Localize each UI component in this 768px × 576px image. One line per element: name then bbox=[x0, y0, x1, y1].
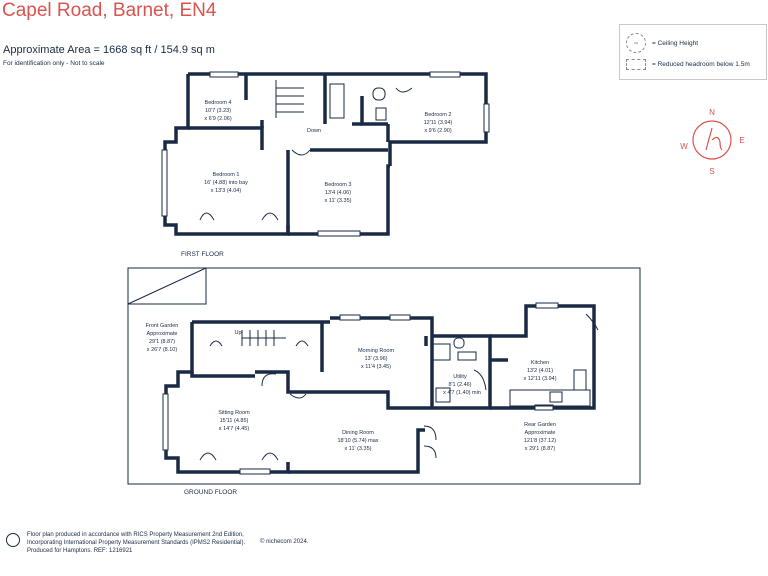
sitting-room-dim2: x 14'7 (4.45) bbox=[219, 426, 250, 432]
legend-ceiling-height: CH = Ceiling Height bbox=[626, 33, 698, 53]
legend-reduced-headroom-label: = Reduced headroom below 1.5m bbox=[652, 61, 750, 68]
rear-garden-l1: Approximate bbox=[525, 430, 556, 436]
compass-w: W bbox=[680, 142, 688, 151]
footer-line-3: Produced for Hamptons. REF: 1216921 bbox=[27, 548, 133, 554]
bedroom-2-name: Bedroom 2 bbox=[425, 112, 452, 118]
utility-name: Utility bbox=[453, 374, 467, 380]
dining-room-dim2: x 11' (3.35) bbox=[345, 446, 372, 452]
rics-logo-icon bbox=[6, 533, 20, 547]
sitting-room-name: Sitting Room bbox=[218, 410, 250, 416]
copyright: © nichecom 2024. bbox=[260, 539, 309, 545]
first-floor-label: FIRST FLOOR bbox=[181, 251, 224, 258]
first-floor-details bbox=[161, 71, 490, 237]
kitchen-dim1: 13'2 (4.01) bbox=[527, 368, 553, 374]
footer-notes: Floor plan produced in accordance with R… bbox=[27, 531, 347, 555]
legend-box: CH = Ceiling Height = Reduced headroom b… bbox=[619, 24, 767, 80]
kitchen-dim2: x 12'11 (3.94) bbox=[523, 376, 556, 382]
first-floor-walls bbox=[163, 72, 488, 236]
front-garden-l3: x 26'7 (8.10) bbox=[147, 347, 178, 353]
morning-room-name: Morning Room bbox=[358, 348, 394, 354]
kitchen-name: Kitchen bbox=[531, 360, 549, 366]
ground-floor-details bbox=[162, 302, 599, 475]
dining-room-dim1: 18'10 (5.74) max bbox=[337, 438, 378, 444]
bedroom-1-dim2: x 13'3 (4.04) bbox=[211, 188, 242, 194]
utility-dim1: 8'1 (2.46) bbox=[448, 382, 471, 388]
legend-reduced-headroom: = Reduced headroom below 1.5m bbox=[626, 59, 750, 70]
front-garden-l1: Approximate bbox=[147, 331, 178, 337]
bedroom-2-dim1: 12'11 (3.94) bbox=[424, 120, 453, 126]
morning-room-dim2: x 11'4 (3.45) bbox=[361, 364, 391, 370]
rear-garden-l2: 121'8 (37.12) bbox=[524, 438, 556, 444]
compass-s: S bbox=[709, 167, 714, 176]
front-garden-name: Front Garden bbox=[146, 323, 179, 329]
ceiling-height-icon: CH bbox=[626, 33, 646, 53]
approximate-area: Approximate Area = 1668 sq ft / 154.9 sq… bbox=[3, 44, 215, 56]
compass-e: E bbox=[739, 136, 744, 145]
bedroom-2-dim2: x 9'6 (2.90) bbox=[424, 128, 452, 134]
bedroom-3-name: Bedroom 3 bbox=[325, 182, 352, 188]
footer-line-2: Incorporating International Property Mea… bbox=[27, 540, 246, 546]
compass-n: N bbox=[709, 108, 715, 117]
bedroom-4-name: Bedroom 4 bbox=[205, 100, 232, 106]
rear-garden-name: Rear Garden bbox=[524, 422, 556, 428]
sitting-room-dim1: 15'11 (4.85) bbox=[220, 418, 249, 424]
bedroom-3-dim1: 13'4 (4.06) bbox=[325, 190, 351, 196]
dining-room-name: Dining Room bbox=[342, 430, 374, 436]
bedroom-1-dim1: 16' (4.88) into bay bbox=[204, 180, 248, 186]
bedroom-4-dim2: x 6'9 (2.06) bbox=[204, 116, 232, 122]
compass-logo: N S E W bbox=[680, 108, 744, 176]
ground-floor-walls bbox=[164, 304, 596, 474]
utility-dim2: x 4'7 (1.40) min bbox=[443, 390, 481, 396]
identification-note: For identification only - Not to scale bbox=[3, 60, 105, 67]
page-title: Capel Road, Barnet, EN4 bbox=[2, 0, 217, 21]
first-floor-down-label: Down bbox=[307, 128, 321, 134]
front-garden-l2: 29'1 (8.87) bbox=[149, 339, 175, 345]
ground-floor-up-label: Up bbox=[234, 330, 241, 336]
footer-line-1: Floor plan produced in accordance with R… bbox=[27, 532, 244, 538]
ground-floor-boundary bbox=[127, 267, 641, 485]
reduced-headroom-icon bbox=[626, 59, 646, 70]
bedroom-1-name: Bedroom 1 bbox=[213, 172, 240, 178]
ground-floor-label: GROUND FLOOR bbox=[184, 489, 237, 496]
bedroom-3-dim2: x 11' (3.35) bbox=[325, 198, 352, 204]
legend-ceiling-height-label: = Ceiling Height bbox=[652, 39, 699, 47]
morning-room-dim1: 13' (3.96) bbox=[364, 356, 387, 362]
rear-garden-l3: x 29'1 (8.87) bbox=[525, 446, 556, 452]
bedroom-4-dim1: 10'7 (3.23) bbox=[205, 108, 231, 114]
